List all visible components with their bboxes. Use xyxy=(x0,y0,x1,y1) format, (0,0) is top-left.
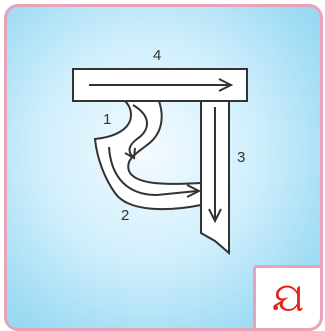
letter-badge: ଯ xyxy=(253,265,320,328)
letter-card: 4 1 3 2 ଯ xyxy=(4,4,323,331)
step-number-2: 2 xyxy=(121,207,129,224)
step-number-4: 4 xyxy=(153,47,161,64)
step-number-3: 3 xyxy=(237,149,245,166)
odia-letter-glyph: ଯ xyxy=(272,278,304,318)
step-number-1: 1 xyxy=(103,111,111,128)
